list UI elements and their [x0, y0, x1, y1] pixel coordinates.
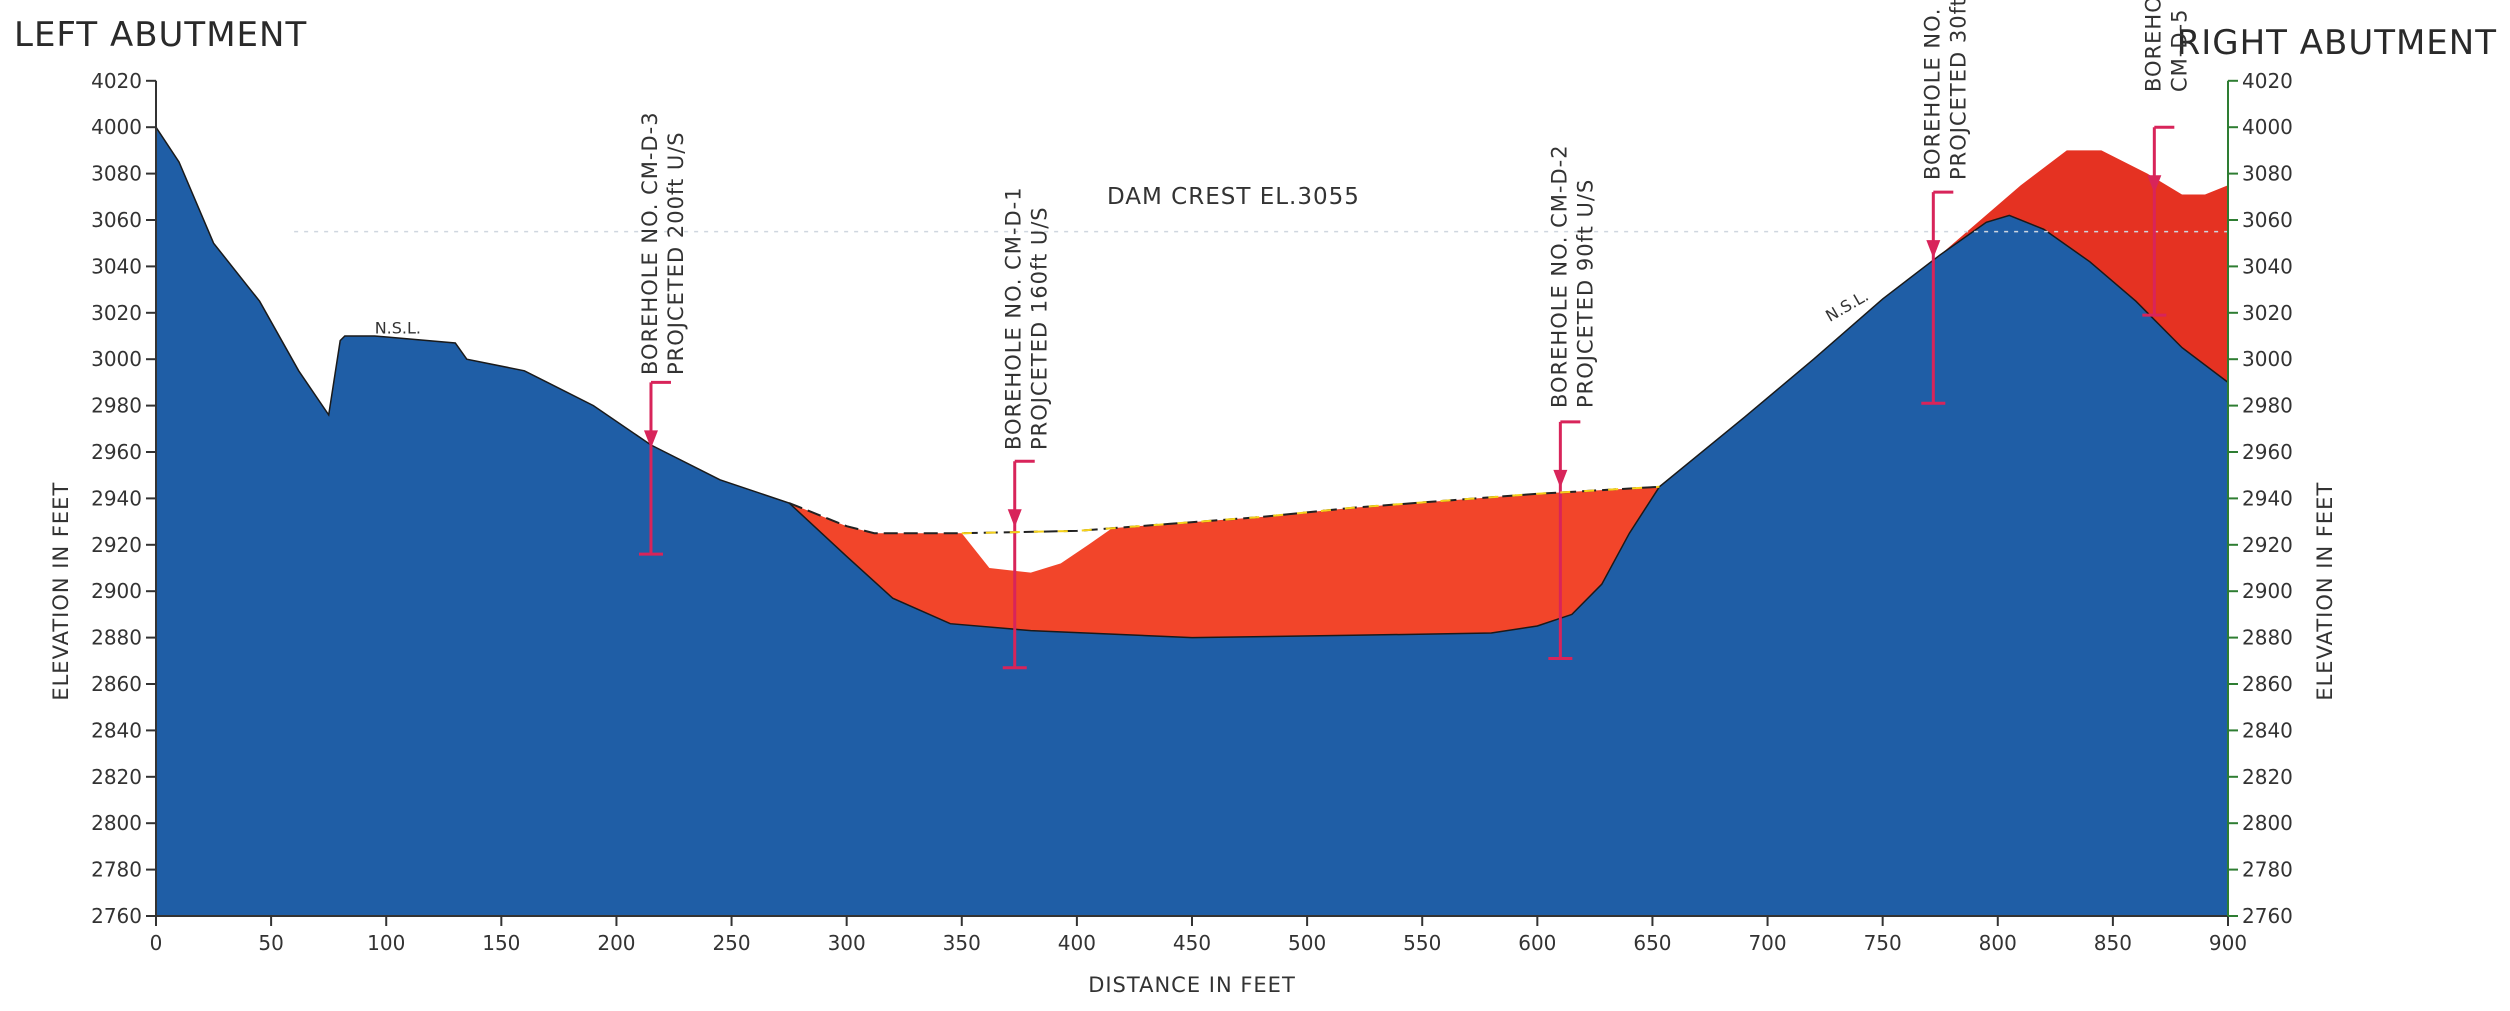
borehole-projection-label: CM-D-5: [2167, 9, 2191, 92]
borehole-arrow: [2147, 175, 2162, 194]
y-tick-label-left: 3060: [91, 208, 142, 232]
left-abutment-title: LEFT ABUTMENT: [14, 15, 307, 55]
y-tick-label-right: 3000: [2242, 347, 2293, 371]
y-tick-label-left: 2900: [91, 579, 142, 603]
y-tick-label-left: 2860: [91, 672, 142, 696]
y-tick-label-right: 2820: [2242, 765, 2293, 789]
x-tick-label: 900: [2209, 931, 2247, 955]
borehole-projection-label: PROJCETED 90ft U/S: [1573, 179, 1597, 408]
y-tick-label-right: 2900: [2242, 579, 2293, 603]
x-tick-label: 450: [1173, 931, 1211, 955]
borehole-arrow: [1007, 509, 1022, 528]
y-tick-label-left: 2980: [91, 394, 142, 418]
y-tick-label-right: 3040: [2242, 254, 2293, 278]
y-tick-label-right: 3020: [2242, 301, 2293, 325]
x-tick-label: 250: [712, 931, 750, 955]
dam-crest-label: DAM CREST EL.3055: [1107, 184, 1360, 210]
borehole-name-label: BOREHOLE NO. CM-D-2: [1547, 144, 1571, 408]
surface-highlight-line: [961, 485, 1660, 535]
x-tick-label: 650: [1633, 931, 1671, 955]
y-tick-label-left: 2780: [91, 858, 142, 882]
y-tick-label-left: 2760: [91, 904, 142, 928]
x-tick-label: 100: [367, 931, 405, 955]
y-tick-label-right: 2940: [2242, 486, 2293, 510]
y-tick-label-right: 2760: [2242, 904, 2293, 928]
borehole-name-label: BOREHOLE: [2141, 0, 2165, 92]
y-tick-label-right: 2980: [2242, 394, 2293, 418]
y-tick-label-left: 2800: [91, 811, 142, 835]
y-axis-title-right: ELEVATION IN FEET: [2313, 482, 2337, 701]
x-tick-label: 600: [1518, 931, 1556, 955]
overburden-area: [789, 486, 1660, 638]
borehole-arrow: [1926, 240, 1941, 259]
bedrock-area: [156, 127, 2228, 916]
axes: 0 50 100 150 200 250 300 350 400 450 500 550 600 650 7…: [91, 69, 2293, 955]
y-tick-label-right: 2780: [2242, 858, 2293, 882]
y-tick-label-right: 2800: [2242, 811, 2293, 835]
y-tick-label-left: 2880: [91, 626, 142, 650]
x-axis-title: DISTANCE IN FEET: [1088, 973, 1296, 997]
x-tick-label: 750: [1864, 931, 1902, 955]
y-tick-label-right: 3060: [2242, 208, 2293, 232]
y-tick-label-right: 2860: [2242, 672, 2293, 696]
y-tick-label-left: 3080: [91, 162, 142, 186]
y-tick-label-right: 2920: [2242, 533, 2293, 557]
river-channel-area: [961, 523, 1119, 573]
borehole-projection-label: PROJCETED 160ft U/S: [1028, 206, 1052, 450]
y-tick-label-right: 4000: [2242, 115, 2293, 139]
y-tick-label-left: 3020: [91, 301, 142, 325]
y-tick-label-left: 2820: [91, 765, 142, 789]
x-tick-label: 50: [258, 931, 283, 955]
y-tick-label-right: 4020: [2242, 69, 2293, 93]
borehole-arrow: [1553, 469, 1568, 488]
y-tick-label-left: 2960: [91, 440, 142, 464]
y-tick-label-left: 4000: [91, 115, 142, 139]
y-tick-label-left: 2840: [91, 718, 142, 742]
x-tick-label: 300: [828, 931, 866, 955]
right-overburden-area: [1940, 150, 2228, 383]
y-tick-label-left: 3040: [91, 254, 142, 278]
x-tick-label: 0: [150, 931, 163, 955]
y-tick-label-right: 2960: [2242, 440, 2293, 464]
y-tick-label-right: 2840: [2242, 718, 2293, 742]
x-tick-label: 800: [1979, 931, 2017, 955]
y-tick-label-left: 2940: [91, 486, 142, 510]
y-tick-label-left: 4020: [91, 69, 142, 93]
borehole-name-label: BOREHOLE NO. CM-D-1: [1002, 186, 1026, 450]
y-tick-label-right: 3080: [2242, 162, 2293, 186]
y-tick-label-left: 3000: [91, 347, 142, 371]
right-abutment-title: RIGHT ABUTMENT: [2177, 23, 2497, 63]
borehole-projection-label: PROJCETED 200ft U/S: [664, 131, 688, 375]
x-tick-label: 200: [597, 931, 635, 955]
x-tick-label: 150: [482, 931, 520, 955]
x-tick-label: 500: [1288, 931, 1326, 955]
x-tick-label: 550: [1403, 931, 1441, 955]
borehole-name-label: BOREHOLE NO. CM-D-3: [638, 111, 662, 375]
y-tick-label-left: 2920: [91, 533, 142, 557]
ground-surface-line: [788, 485, 1660, 535]
borehole-name-label: BOREHOLE NO. C: [1920, 0, 1944, 180]
borehole-arrow: [643, 430, 658, 449]
x-tick-label: 850: [2094, 931, 2132, 955]
x-tick-label: 400: [1058, 931, 1096, 955]
nsl-label-left: N.S.L.: [375, 319, 421, 338]
y-axis-title-left: ELEVATION IN FEET: [49, 482, 73, 701]
rock-surface-line: [155, 126, 2229, 639]
borehole-projection-label: PROJCETED 30ft: [1946, 0, 1970, 180]
x-tick-label: 350: [943, 931, 981, 955]
y-tick-label-right: 2880: [2242, 626, 2293, 650]
x-tick-label: 700: [1748, 931, 1786, 955]
